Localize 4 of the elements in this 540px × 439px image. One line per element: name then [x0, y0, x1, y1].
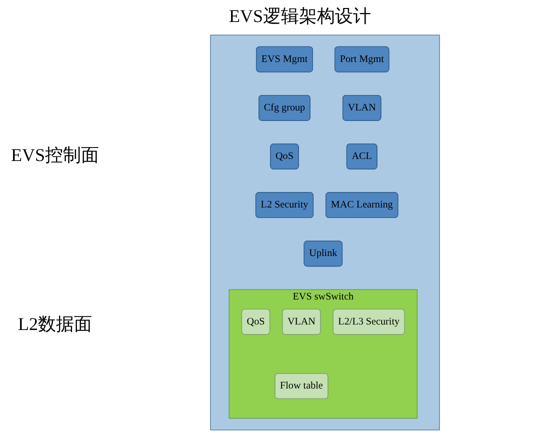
diagram-title: EVS逻辑架构设计: [228, 5, 371, 28]
plane-label: L2数据面: [18, 313, 92, 336]
plane-label: EVS控制面: [10, 144, 99, 167]
cluster: [210, 34, 440, 430]
